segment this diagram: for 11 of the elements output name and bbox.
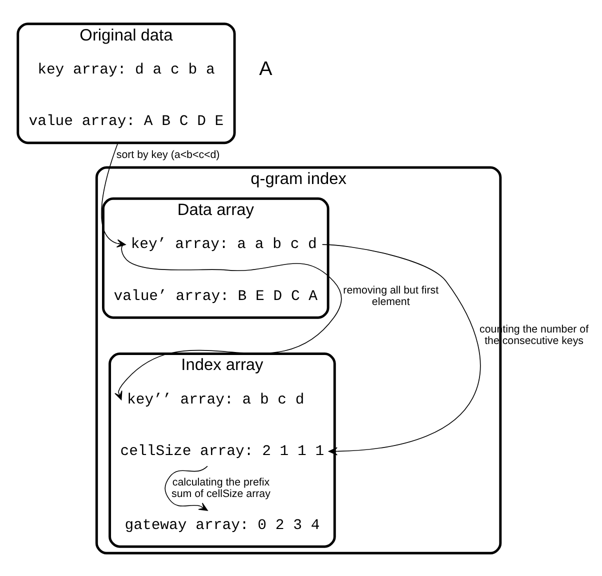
node-text: cellSize array: 2 1 1 1 xyxy=(120,444,324,460)
label: A xyxy=(259,57,272,80)
node-text: gateway array: 0 2 3 4 xyxy=(124,517,320,534)
node-text: key array: d a c b a xyxy=(38,62,215,78)
edge-label: sort by key (a<b<c<d) xyxy=(116,148,220,160)
node-text: key’’ array: a b c d xyxy=(127,392,304,408)
node-text: key’ array: a a b c d xyxy=(130,236,317,253)
node-text: value’ array: B E D C A xyxy=(114,288,318,304)
node-text: value array: A B C D E xyxy=(28,114,224,130)
edge-label: removing all but first element xyxy=(343,284,439,308)
edge-label: calculating the prefix sum of cellSize array xyxy=(172,476,270,500)
